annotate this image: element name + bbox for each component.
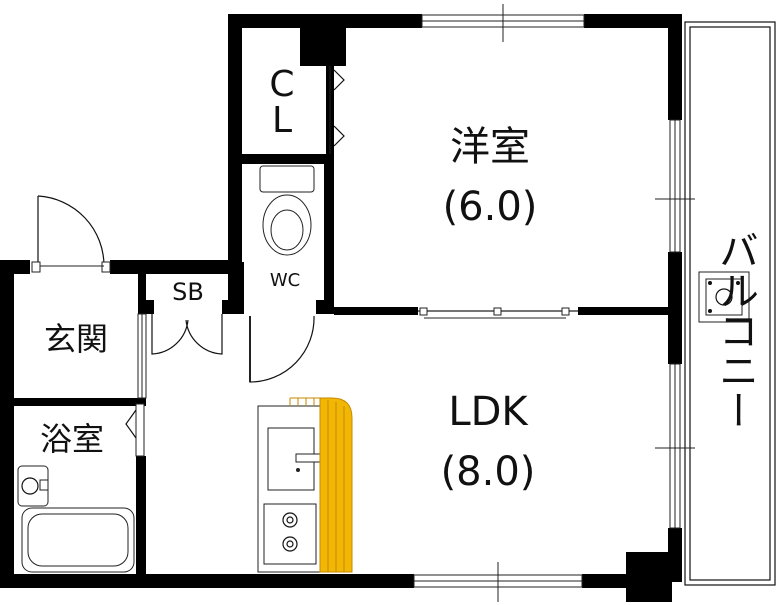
shoe-box-label: SB <box>172 278 204 306</box>
balcony: バルコニー <box>684 21 776 586</box>
toilet-icon <box>259 165 315 256</box>
shoe-box-doors <box>151 314 223 355</box>
stove-icon <box>263 503 317 565</box>
closet-doors <box>329 66 345 154</box>
ldk-size: (8.0) <box>441 449 536 495</box>
closet-label-1: C <box>269 64 294 105</box>
kitchen <box>257 397 353 573</box>
drain-icon <box>698 271 750 323</box>
balcony-label: バルコニー <box>712 230 758 430</box>
bath-door <box>125 403 145 457</box>
sink-icon <box>17 465 49 507</box>
entrance-door <box>31 195 111 273</box>
sliding-door <box>418 307 578 319</box>
bathroom-label: 浴室 <box>40 420 104 458</box>
toilet-label: WC <box>270 270 300 291</box>
western-room-size: (6.0) <box>443 184 538 230</box>
bathtub-icon <box>21 507 135 573</box>
ldk-label: LDK <box>448 389 529 435</box>
western-room-label: 洋室 <box>450 124 530 170</box>
wc-door <box>249 315 315 383</box>
closet-label-2: L <box>272 100 292 141</box>
entrance-label: 玄関 <box>44 320 108 358</box>
walls <box>0 4 695 602</box>
